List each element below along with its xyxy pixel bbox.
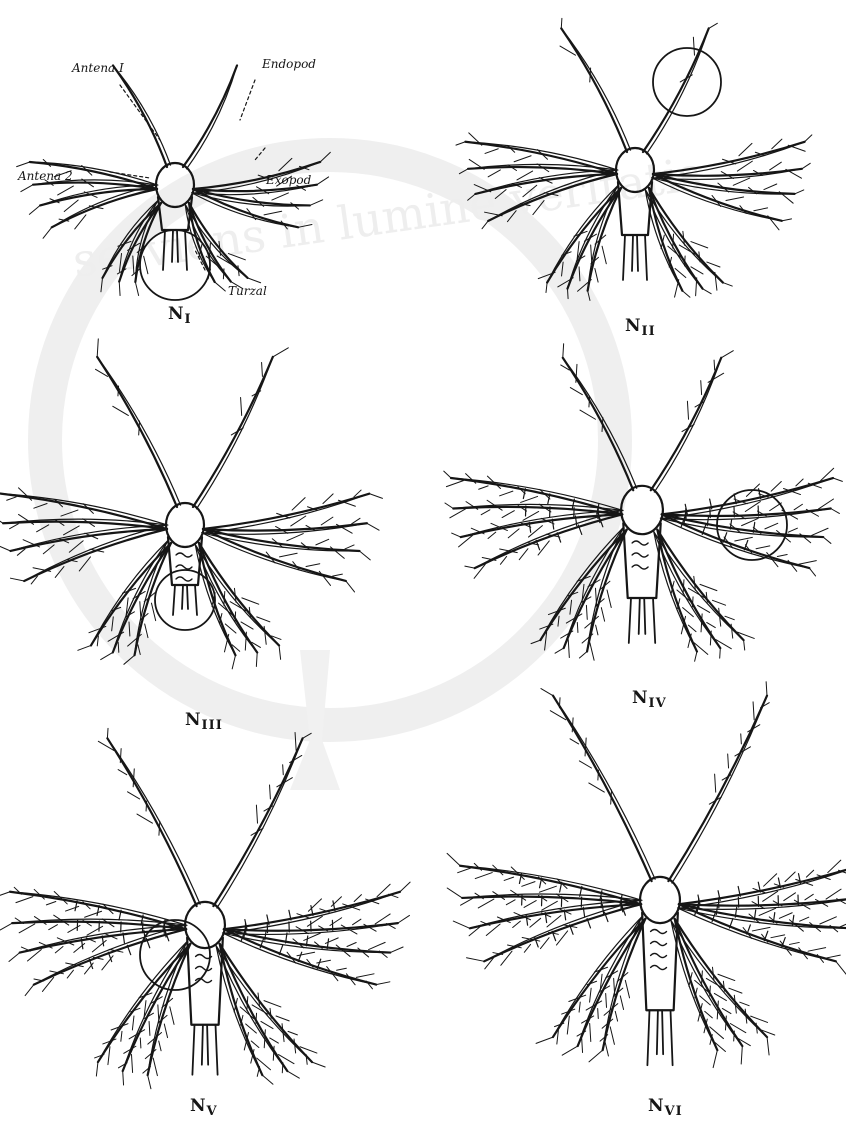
stage-5-numeral: V [207,1104,218,1119]
nauplius-stage-2-drawing [456,18,812,300]
body-ring [632,565,648,569]
mandible-left-2 [124,542,171,665]
antenna-1-left [96,339,181,507]
body-ring [196,967,212,971]
furcal-spines [192,1025,217,1075]
stage-4-letter: N [632,688,649,708]
stage-5-letter: N [190,1096,207,1116]
antenna-2-left-2 [0,525,167,555]
mandible-left-2 [579,529,626,661]
body-ring [651,966,667,970]
stage-label-2: NII [625,318,656,338]
body-ring [632,541,648,545]
nauplius-stage-6-drawing [447,682,846,1068]
stage-label-1: NI [168,306,192,326]
mandible-right-1 [195,543,260,666]
label-antenna-2-text: Antena 2 [18,169,73,183]
highlight-circle [717,490,787,560]
body-ring [176,577,192,581]
body-trunk [168,537,202,585]
head-shield [621,486,663,534]
nauplius-stage-3-drawing [0,339,382,669]
mandible-right-2 [671,919,726,1068]
antenna-1-right [668,682,769,883]
head-shield [156,163,194,207]
label-furcal: Turzal [228,285,267,297]
body-ring [176,565,192,569]
antenna-1-left [560,18,631,152]
antenna-2-left-3 [10,525,167,584]
antenna-1-left [113,65,171,167]
stage-label-4: NIV [632,690,667,710]
antenna-1-left [98,728,200,906]
antenna-1-left [561,344,637,490]
mandible-left-0 [536,916,645,1044]
antenna-2-right-0 [203,490,382,533]
label-endopod: Endopod [262,58,316,70]
furcal-spines [173,585,197,615]
stage-3-numeral: III [202,718,223,733]
highlight-circle [140,230,210,300]
body-ring [632,553,648,557]
mandible-right-2 [216,944,273,1084]
antenna-1-right [193,348,288,509]
antenna-1-right [651,351,733,492]
stage-label-3: NIII [185,712,223,732]
antenna-2-right-3 [192,189,312,229]
body-ring [651,942,667,946]
stage-label-6: NVI [648,1098,683,1118]
head-shield [640,877,680,923]
furcal-spines [163,230,187,270]
nauplius-stage-4-drawing [444,344,843,661]
antenna-2-right-3 [660,514,816,576]
highlight-circle [155,570,215,630]
body-ring [176,553,192,557]
stage-6-letter: N [648,1096,665,1116]
label-antenna-2: Antena 2 [18,170,73,182]
furcal-spines [629,598,655,643]
antenna-2-right-3 [652,174,792,230]
label-antenna-1: Antena I [72,62,124,74]
furcal-spines [647,1010,672,1065]
stage-3-letter: N [185,710,202,730]
stage-4-numeral: IV [649,696,667,711]
antenna-1-right [213,732,311,907]
mandible-left-2 [589,918,645,1062]
mandible-right-0 [672,919,775,1055]
stage-1-numeral: I [185,312,192,327]
stage-2-letter: N [625,316,642,336]
antenna-1-left [541,689,655,882]
antenna-2-left-2 [468,170,617,200]
head-shield [616,148,654,192]
antenna-2-right-0 [679,858,846,908]
antenna-1-right [183,65,237,168]
body-ring [651,930,667,934]
label-exopod: Exopod [266,174,311,186]
stage-2-numeral: II [642,324,656,339]
furcal-spines [623,235,647,280]
nauplius-stage-5-drawing [0,728,410,1088]
body-ring [651,954,667,958]
mandible-right-1 [654,530,731,658]
antenna-2-left-3 [467,900,642,968]
mandible-right-1 [216,944,299,1078]
stage-label-5: NV [190,1098,218,1118]
stage-1-letter: N [168,304,185,324]
antenna-2-right-3 [678,904,846,975]
head-shield [166,503,204,547]
head-shield [185,902,225,948]
mandible-right-2 [195,543,239,669]
body-trunk [618,182,652,235]
stage-6-numeral: VI [665,1104,683,1119]
antenna-2-left-2 [9,925,186,961]
